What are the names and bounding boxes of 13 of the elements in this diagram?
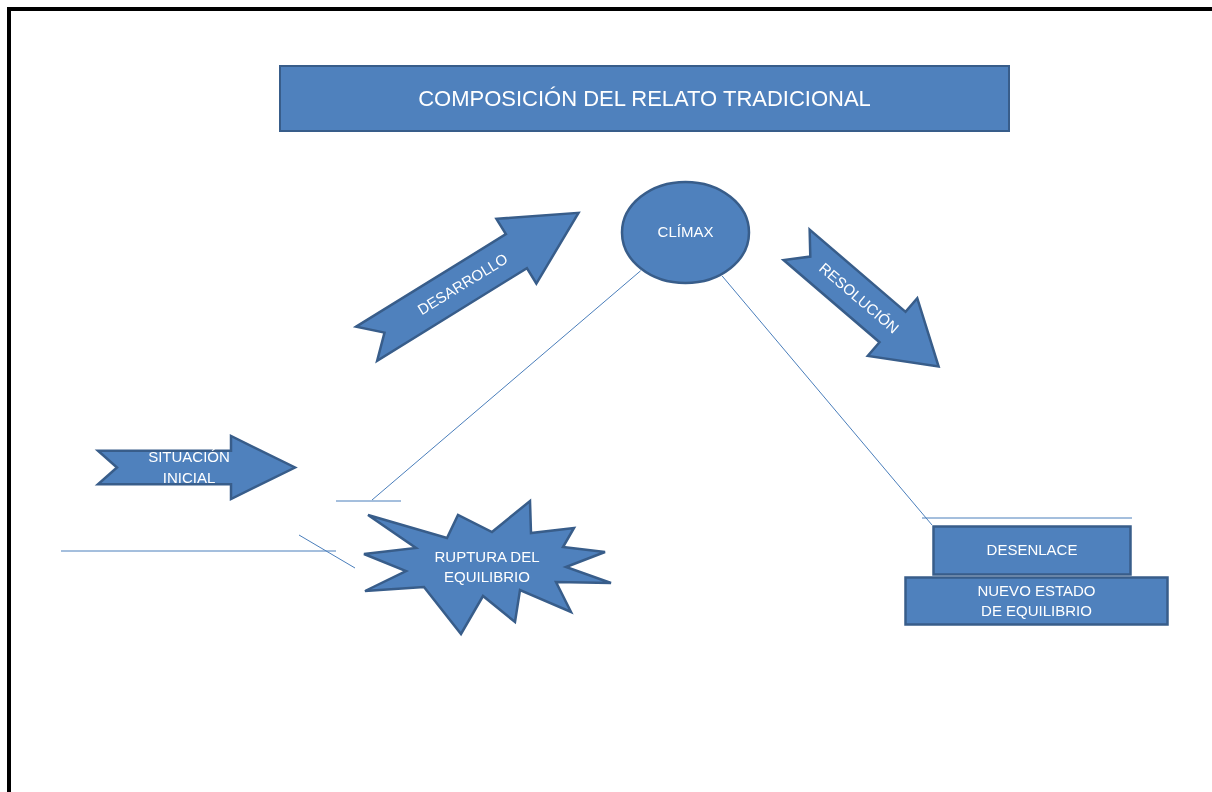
plot-line bbox=[371, 270, 642, 501]
node-label: DESENLACE bbox=[986, 540, 1078, 561]
stage-box bbox=[904, 576, 1169, 626]
node-label: NUEVO ESTADO DE EQUILIBRIO bbox=[976, 580, 1097, 621]
plot-line bbox=[721, 275, 933, 526]
starburst-node bbox=[362, 500, 612, 634]
stage-box bbox=[932, 525, 1132, 576]
block-arrow bbox=[97, 434, 297, 501]
node-label: SITUACIÓN INICIAL bbox=[147, 447, 231, 488]
title-text: COMPOSICIÓN DEL RELATO TRADICIONAL bbox=[418, 85, 871, 113]
ellipse-node bbox=[620, 180, 751, 285]
node-label: RUPTURA DEL EQUILIBRIO bbox=[433, 546, 541, 587]
node-label: CLÍMAX bbox=[657, 222, 714, 243]
